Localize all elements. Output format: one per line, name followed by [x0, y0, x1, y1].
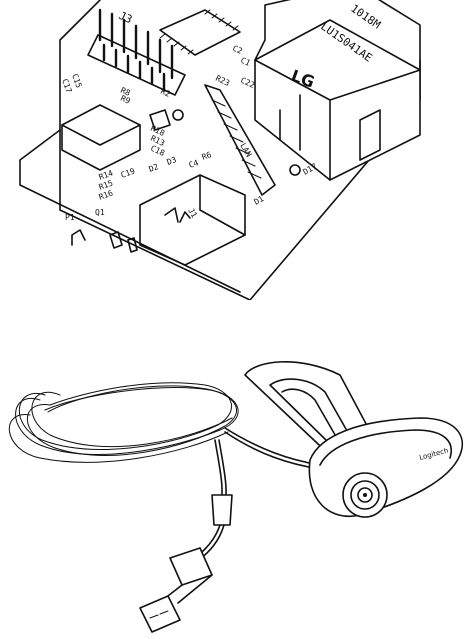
- label-c2: C2: [231, 44, 244, 56]
- label-j1: J1: [186, 207, 199, 220]
- label-c4: C4: [188, 158, 200, 170]
- label-d3: D3: [166, 155, 178, 167]
- cable-to-camera: [224, 427, 321, 466]
- label-r8: R8: [119, 86, 132, 98]
- ferrite-bead: [211, 494, 233, 526]
- qfp-chip: [159, 9, 241, 56]
- square-chip: [61, 104, 141, 171]
- webcam-svg: Logitech: [8, 361, 464, 633]
- label-r6: R6: [201, 150, 213, 162]
- label-d2: D2: [148, 162, 160, 174]
- board-port: [139, 174, 246, 266]
- pin-header: [87, 8, 186, 96]
- label-q1: Q1: [95, 208, 105, 217]
- label-r9: R9: [119, 94, 132, 106]
- small-components: [71, 109, 301, 253]
- label-j3: J3: [117, 9, 135, 26]
- label-r2: R2: [159, 87, 172, 99]
- cable-coil: [8, 382, 239, 463]
- label-d1: D1: [253, 194, 266, 207]
- label-c1: C1: [239, 56, 252, 68]
- usb-plug: [139, 547, 213, 633]
- label-c18: C18: [149, 144, 166, 158]
- circuit-board-svg: J3 LG LU1S041AE 1018M: [19, 0, 421, 300]
- jack-code: 1018M: [348, 2, 383, 32]
- label-c22: C22: [239, 76, 256, 90]
- ribbon-connector: [204, 84, 276, 196]
- board-edge: [59, 0, 421, 300]
- webcam-body: [308, 417, 464, 518]
- webcam-lens: [350, 480, 380, 510]
- label-c19: C19: [120, 166, 137, 179]
- label-r23: R23: [214, 74, 231, 88]
- webcam-illustration: Logitech: [0, 300, 470, 639]
- label-p1: P1: [65, 213, 75, 222]
- label-c17: C17: [60, 78, 73, 95]
- circuit-board-illustration: J3 LG LU1S041AE 1018M: [0, 0, 470, 300]
- ethernet-jack: [254, 0, 421, 181]
